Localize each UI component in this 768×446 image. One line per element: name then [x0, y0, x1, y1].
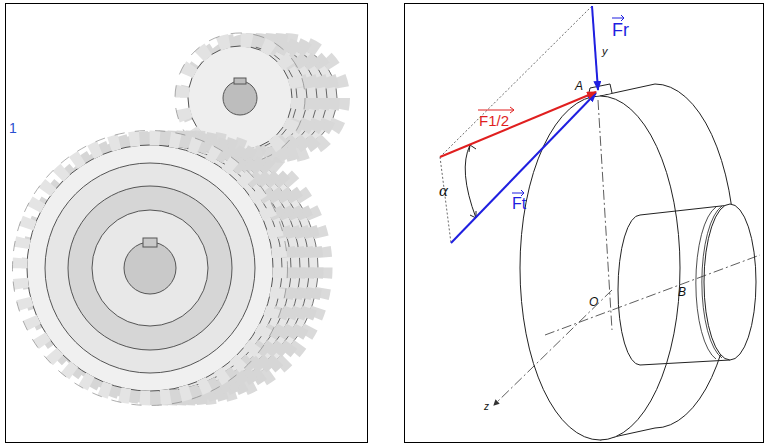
wheel-gear: [13, 131, 326, 406]
force-label: Fr: [611, 21, 630, 39]
gear-body: [520, 84, 756, 440]
force-label: F1/2: [478, 113, 510, 128]
angle-arc: [469, 145, 476, 218]
axis-line: [494, 100, 760, 405]
tangential-force: [451, 93, 596, 243]
axis-label: y: [601, 46, 609, 57]
right-panel: [405, 4, 764, 443]
radial-force: [592, 6, 598, 90]
left-panel: [6, 4, 368, 443]
cropped-label: 1: [8, 121, 18, 135]
point-label: O: [588, 296, 599, 308]
contact-force: [440, 92, 596, 157]
angle-label: α: [438, 182, 449, 199]
point-label: B: [677, 286, 687, 298]
axis-label: z: [483, 402, 490, 412]
point-label: A: [574, 80, 584, 92]
vector-arrow: [478, 15, 624, 196]
angle-arc: [465, 145, 476, 218]
force-label: Ft: [511, 196, 527, 212]
